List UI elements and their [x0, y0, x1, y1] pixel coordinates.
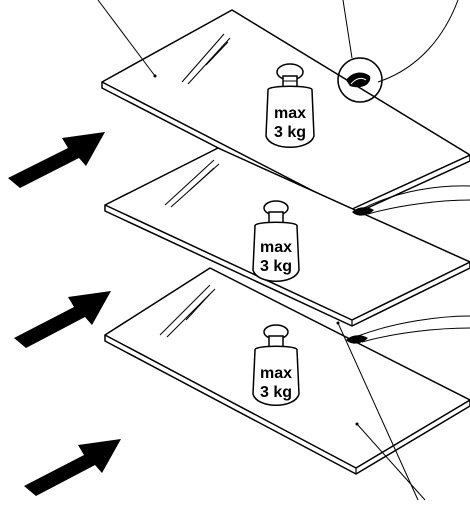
hinge-cable — [352, 185, 470, 216]
glass-reflection — [164, 159, 220, 208]
glass-reflection — [181, 33, 231, 85]
weight-label-capacity: 3 kg — [260, 384, 292, 401]
magnifier-circle-icon — [337, 0, 459, 103]
glass-reflection — [159, 284, 216, 338]
weight-icon: max 3 kg — [252, 324, 300, 406]
weight-label-capacity: 3 kg — [260, 258, 292, 275]
shelf-bottom: max 3 kg — [104, 267, 470, 475]
weight-label-max: max — [260, 365, 292, 382]
arrow-right-icon — [8, 132, 105, 188]
leader-lines-bottom — [337, 322, 426, 501]
weight-label-max: max — [260, 239, 292, 256]
hinge-cable — [346, 315, 470, 344]
weight-label-max: max — [274, 105, 306, 122]
weight-label-capacity: 3 kg — [274, 124, 306, 141]
arrow-right-icon — [24, 439, 121, 496]
arrow-right-icon — [14, 291, 111, 348]
weight-icon: max 3 kg — [252, 200, 300, 282]
leader-line — [97, 0, 156, 77]
shelf-middle: max 3 kg — [104, 147, 470, 327]
weight-icon: max 3 kg — [265, 63, 315, 148]
